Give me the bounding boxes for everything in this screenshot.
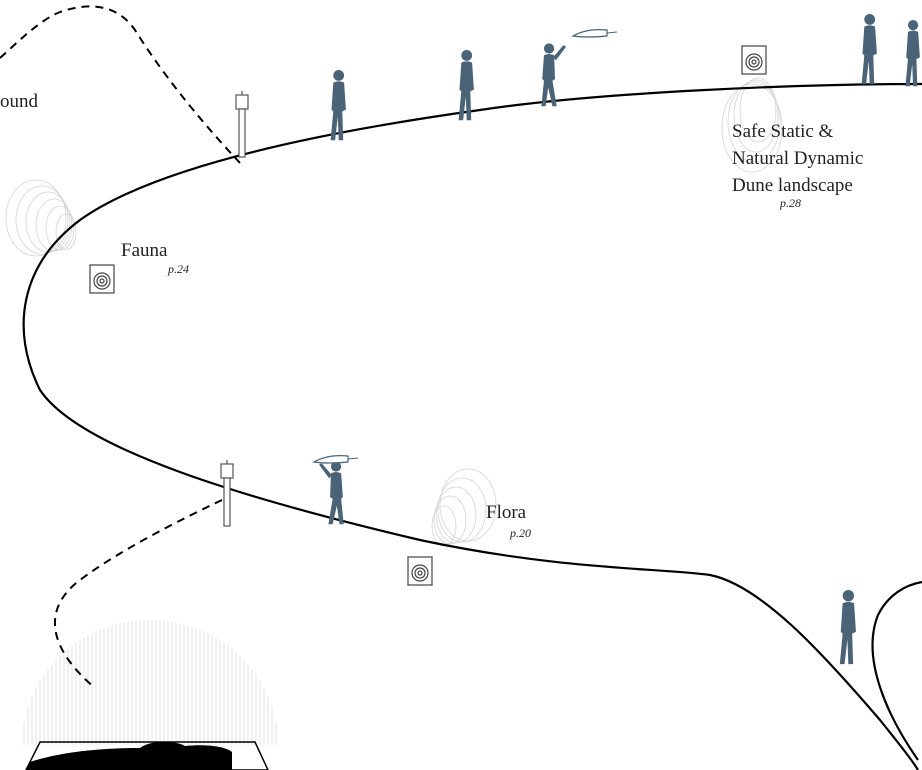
fauna-label: Fauna xyxy=(121,240,168,261)
walking-person-icon xyxy=(840,590,856,664)
speaker-icon xyxy=(408,557,432,585)
lying-person-icon xyxy=(26,742,268,770)
walking-person-icon xyxy=(459,50,474,120)
walking-person-icon xyxy=(331,70,346,140)
speaker-icon xyxy=(742,46,766,74)
walking-person-icon xyxy=(905,20,919,86)
dune-label-line2: Natural Dynamic xyxy=(732,148,863,169)
walking-person-icon xyxy=(862,14,877,84)
flora-label: Flora xyxy=(486,502,527,523)
fauna-page-ref: p.24 xyxy=(167,262,189,276)
flora-page-ref: p.20 xyxy=(509,526,531,540)
kite-icon xyxy=(314,456,358,463)
person-flying-kite-icon xyxy=(541,43,566,106)
kite-icon xyxy=(573,30,617,37)
dune-page-ref: p.28 xyxy=(779,196,801,210)
speaker-icon xyxy=(90,265,114,293)
dashed-trail-top xyxy=(0,6,240,163)
dune-label-line3: Dune landscape xyxy=(732,175,853,196)
listening-dome xyxy=(24,620,276,745)
sound-label-partial: ound xyxy=(0,91,39,112)
dune-label-line1: Safe Static & xyxy=(732,121,834,142)
signpost-icon xyxy=(221,460,233,526)
return-route-path xyxy=(873,582,922,760)
sound-waves-fauna xyxy=(6,180,76,256)
signpost-icon xyxy=(236,91,248,157)
